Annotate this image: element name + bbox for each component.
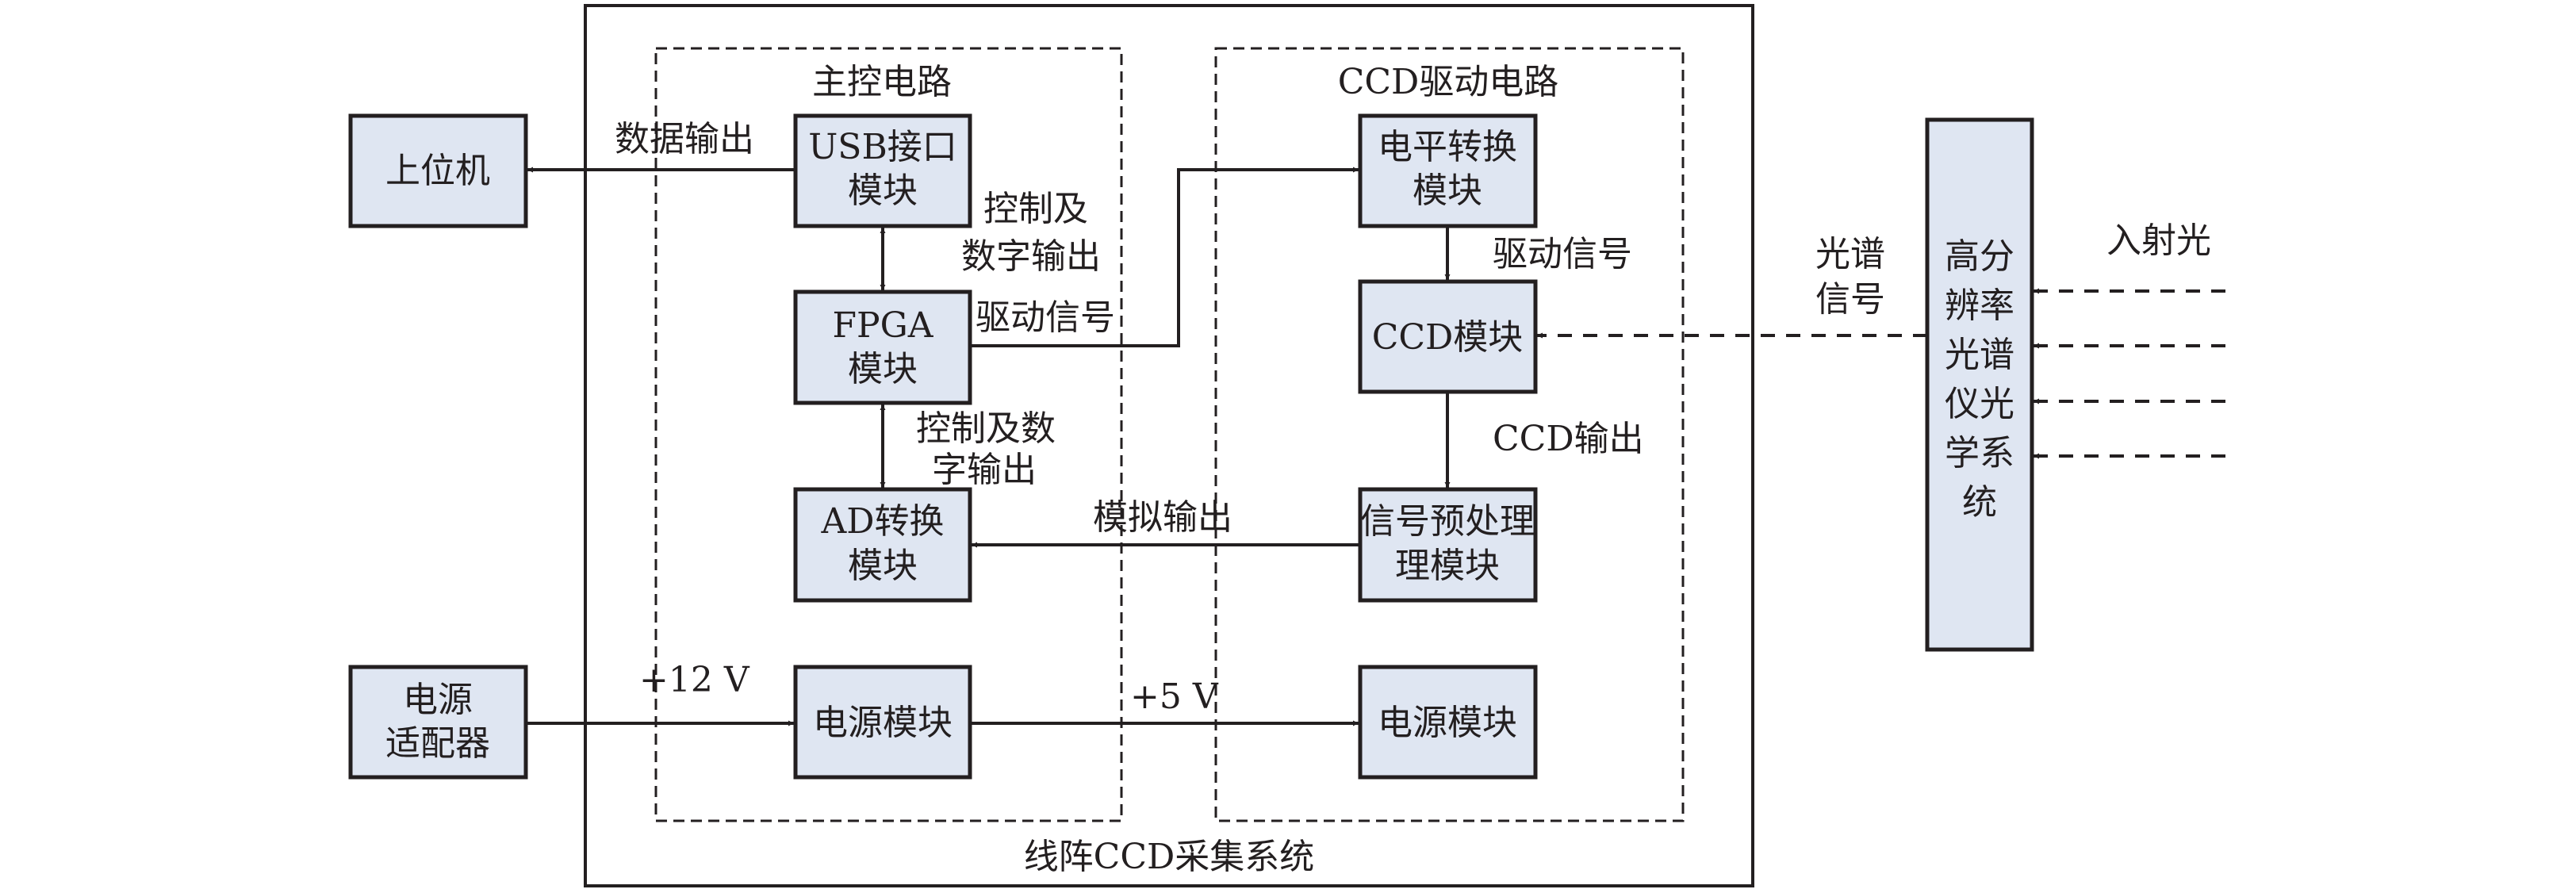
level-shift-module-block: 电平转换 模块 xyxy=(1358,113,1538,228)
spectrometer-label-1: 高分 xyxy=(1945,236,2014,277)
ccd-power-module-block: 电源模块 xyxy=(1358,665,1538,780)
ctrl-digital-label-1a: 控制及 xyxy=(983,189,1088,229)
spectrometer-label-2: 辨率 xyxy=(1945,286,2014,326)
fpga-drive-signal-label: 驱动信号 xyxy=(976,297,1115,338)
ctrl-digital-label-2b: 字输出 xyxy=(932,450,1037,490)
analog-output-label: 模拟输出 xyxy=(1093,497,1232,538)
power-adapter-label-2: 适配器 xyxy=(385,723,490,764)
fpga-module-block: FPGA 模块 xyxy=(793,289,972,405)
usb-module-label-2: 模块 xyxy=(848,171,918,211)
host-pc-block: 上位机 xyxy=(348,113,528,228)
power-adapter-label-1: 电源 xyxy=(403,680,473,720)
level-shift-label-2: 模块 xyxy=(1413,171,1482,211)
usb-module-label-1: USB接口 xyxy=(808,127,957,167)
ccd-power-module-label: 电源模块 xyxy=(1378,703,1517,743)
data-output-label: 数据输出 xyxy=(615,119,754,159)
main-control-group xyxy=(654,47,1123,822)
spectrometer-block: 高分 辨率 光谱 仪光 学系 统 xyxy=(1925,117,2034,652)
ctrl-digital-label-1b: 数字输出 xyxy=(961,236,1101,277)
ad-module-label-2: 模块 xyxy=(848,546,918,586)
spectrometer-label-6: 统 xyxy=(1962,482,1997,523)
level-shift-label-1: 电平转换 xyxy=(1378,127,1517,167)
spectrometer-label-4: 仪光 xyxy=(1945,384,2014,424)
spectral-signal-label-1: 光谱 xyxy=(1815,234,1885,274)
system-boundary xyxy=(584,4,1754,887)
fpga-to-level-shift-arrow xyxy=(970,167,1359,347)
host-pc-label: 上位机 xyxy=(385,151,490,191)
ccd-drive-signal-label: 驱动信号 xyxy=(1493,234,1632,274)
spectrometer-label-5: 学系 xyxy=(1945,433,2014,473)
ccd-module-block: CCD模块 xyxy=(1358,279,1538,394)
v12-label: +12 V xyxy=(639,660,750,700)
preprocess-label-1: 信号预处理 xyxy=(1360,501,1535,542)
power-adapter-block: 电源 适配器 xyxy=(348,665,528,780)
fpga-module-label-1: FPGA xyxy=(832,305,933,346)
usb-module-block: USB接口 模块 xyxy=(793,113,972,228)
v5-label: +5 V xyxy=(1130,676,1219,717)
ccd-module-label: CCD模块 xyxy=(1372,317,1524,358)
system-title: 线阵CCD采集系统 xyxy=(1024,837,1315,877)
main-power-module-block: 电源模块 xyxy=(793,665,972,780)
ctrl-digital-label-2a: 控制及数 xyxy=(916,408,1056,449)
ccd-drive-group xyxy=(1214,47,1685,822)
preprocess-label-2: 理模块 xyxy=(1395,546,1500,586)
fpga-module-label-2: 模块 xyxy=(848,349,918,389)
ccd-output-label: CCD输出 xyxy=(1493,419,1644,459)
main-control-label: 主控电路 xyxy=(812,62,952,102)
spectral-signal-label-2: 信号 xyxy=(1815,279,1885,320)
spectrometer-label-3: 光谱 xyxy=(1945,335,2014,375)
ad-module-label-1: AD转换 xyxy=(820,501,944,542)
preprocess-module-block: 信号预处理 理模块 xyxy=(1358,487,1538,603)
ad-module-block: AD转换 模块 xyxy=(793,487,972,603)
main-power-module-label: 电源模块 xyxy=(813,703,953,743)
ccd-drive-label: CCD驱动电路 xyxy=(1338,62,1559,102)
incident-light-label: 入射光 xyxy=(2106,220,2211,261)
